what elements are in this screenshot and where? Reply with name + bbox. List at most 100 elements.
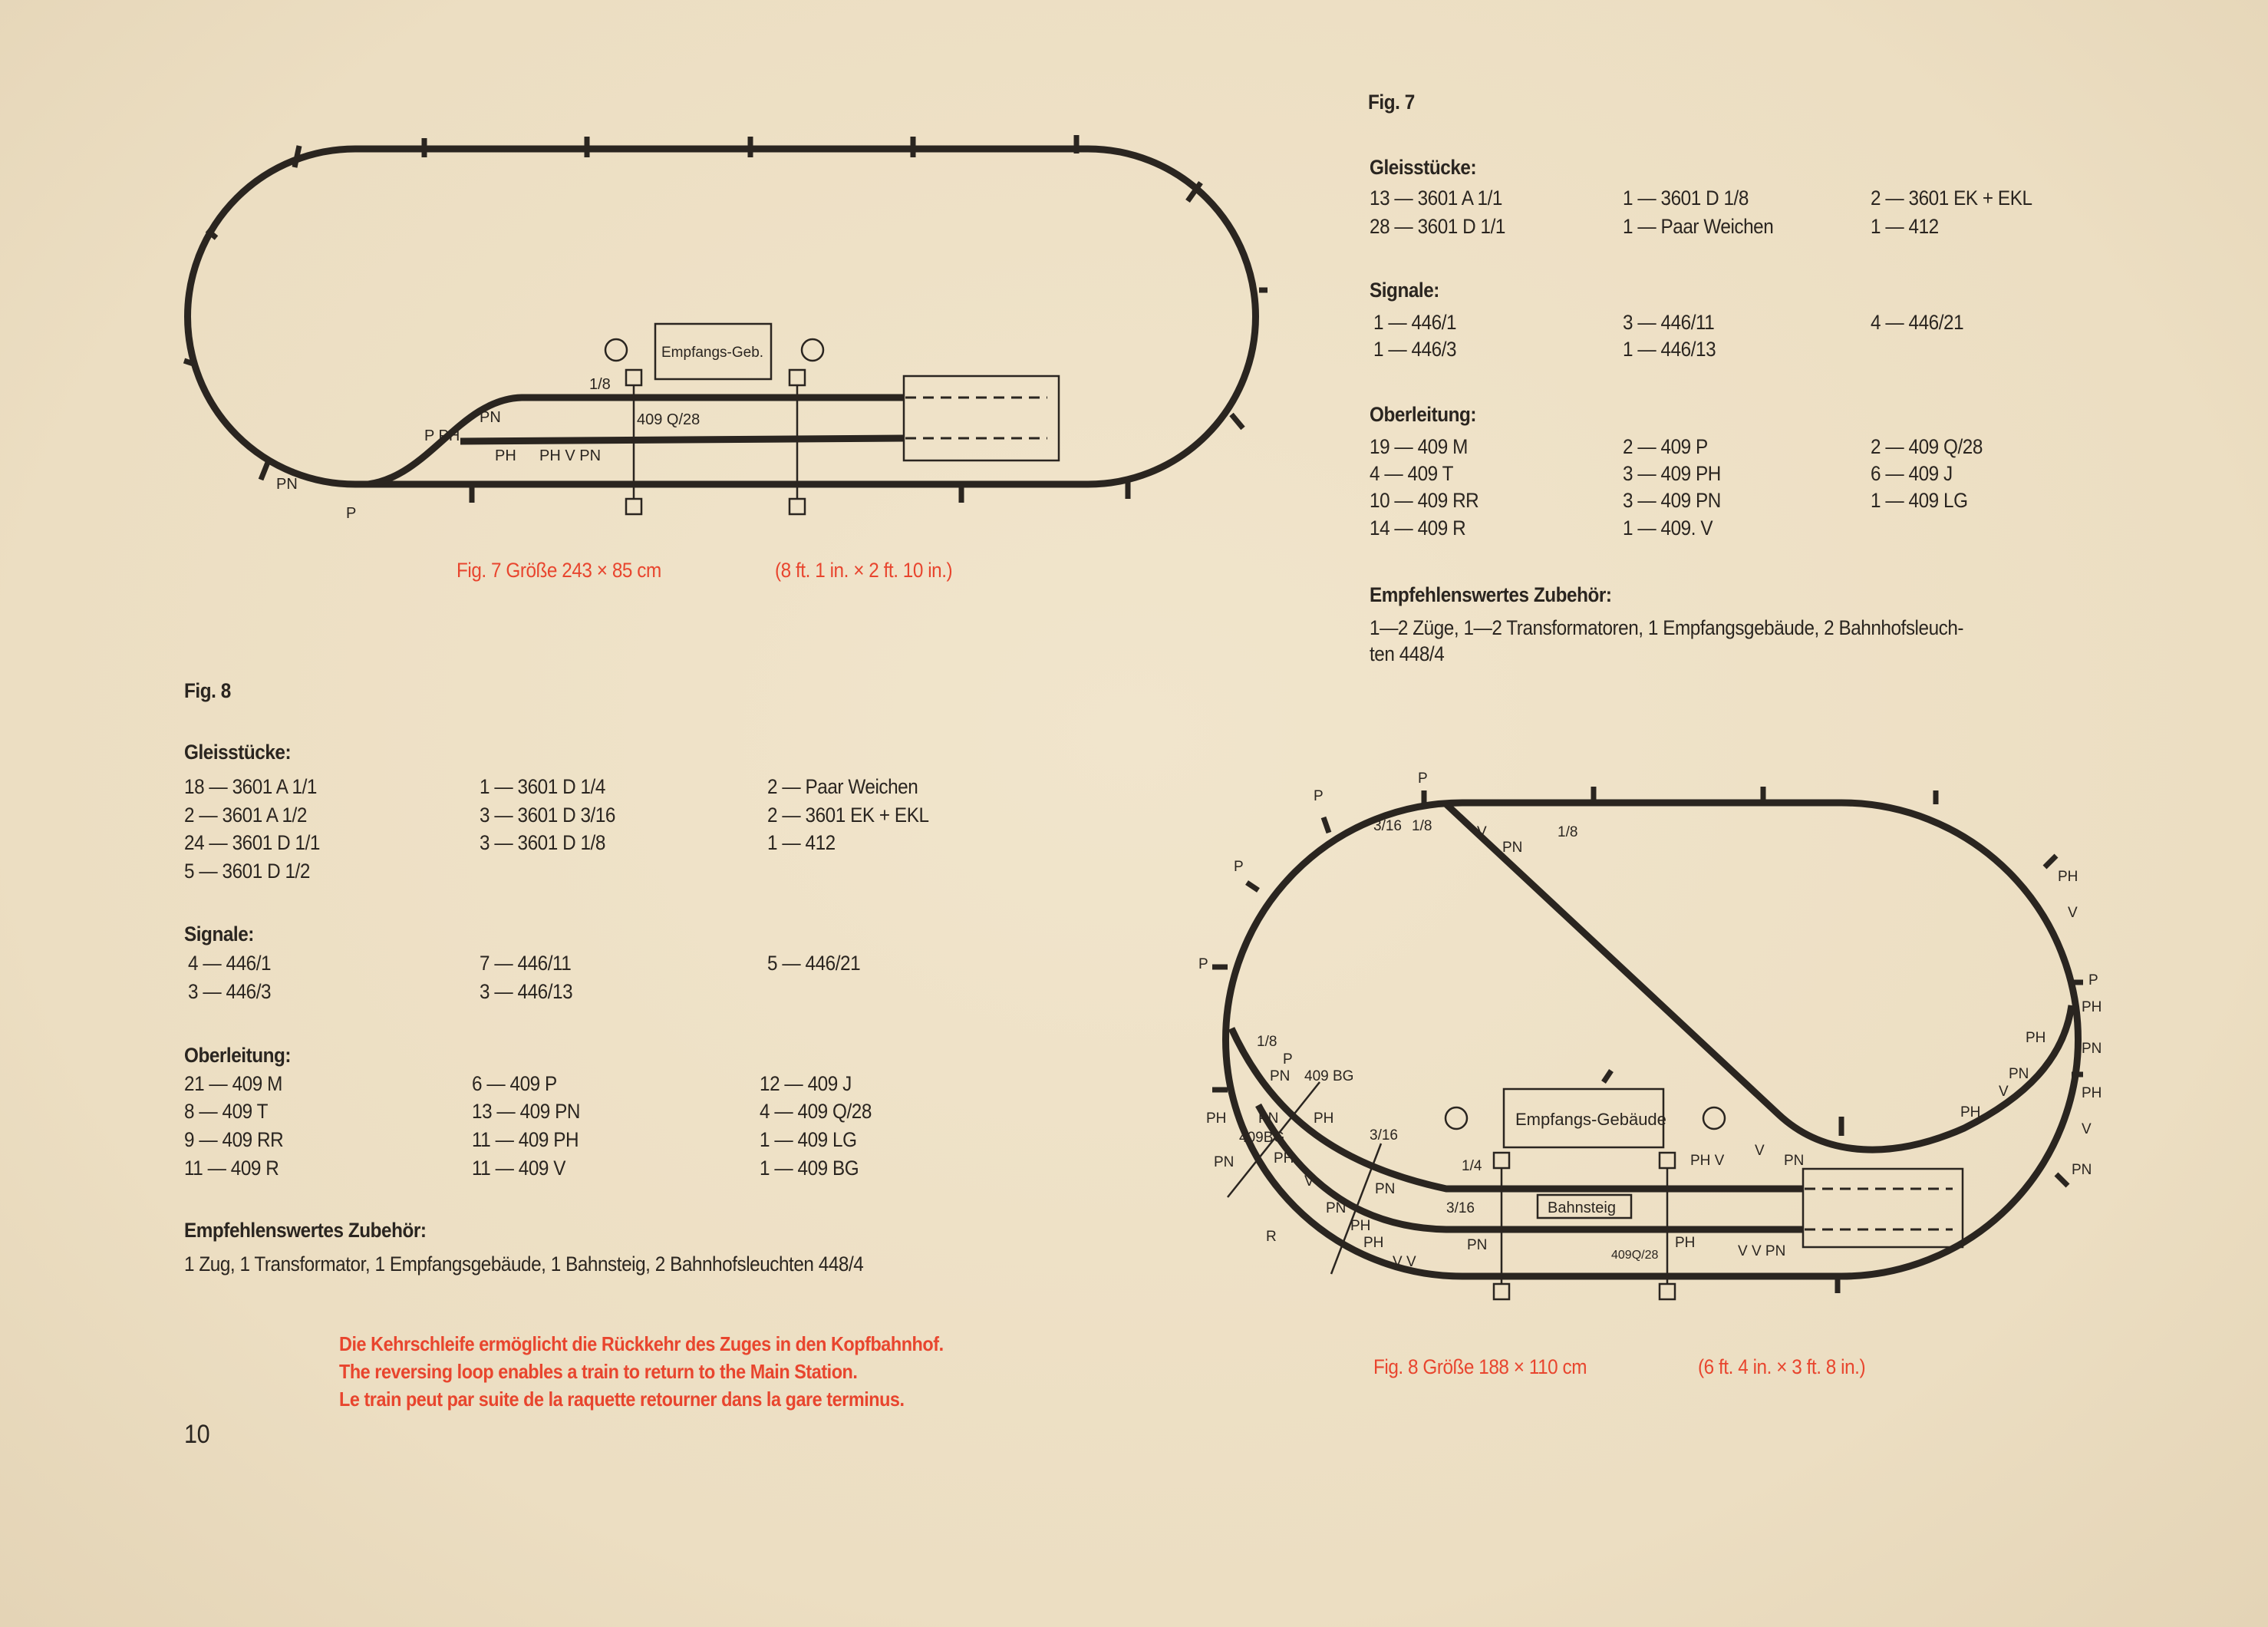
part-item: 24 — 3601 D 1/1 — [184, 831, 320, 854]
fig7-building-label: Empfangs-Geb. — [661, 345, 763, 361]
fig8-label: 3/16 — [1373, 818, 1402, 834]
fig7-label: PN — [480, 409, 501, 426]
fig8-building-label: Empfangs-Gebäude — [1515, 1110, 1666, 1129]
fig7-siding-upper — [368, 394, 904, 488]
section-heading: Signale: — [1370, 279, 1439, 302]
fig8-reversing-loop — [1443, 801, 2075, 1153]
fig8-label: P — [2088, 972, 2098, 988]
fig8-caption-size: Fig. 8 Größe 188 × 110 cm — [1373, 1355, 1587, 1378]
fig7-label: PH V PN — [539, 447, 601, 464]
fig8-label: PH — [1206, 1111, 1226, 1127]
fig8-title: Fig. 8 — [184, 679, 231, 702]
part-item: 2 — 3601 EK + EKL — [767, 804, 929, 827]
part-item: 19 — 409 M — [1370, 435, 1468, 458]
part-item: 1 — 409. V — [1623, 516, 1713, 540]
fig7-building — [654, 322, 773, 381]
fig8-label: PN — [1258, 1111, 1278, 1127]
fig7-main-loop — [184, 145, 1259, 488]
part-item: 3 — 3601 D 3/16 — [480, 804, 615, 827]
note-line-fr: Le train peut par suite de la raquette r… — [339, 1388, 905, 1411]
fig7-caption-imperial: (8 ft. 1 in. × 2 ft. 10 in.) — [775, 559, 953, 582]
fig8-label: PN — [2072, 1162, 2092, 1178]
fig8-label: PN — [1375, 1181, 1395, 1197]
fig7-siding-middle — [460, 434, 905, 445]
fig8-label: PN — [1326, 1200, 1346, 1216]
fig8-label: 409BG — [1239, 1130, 1284, 1146]
part-item: 8 — 409 T — [184, 1100, 268, 1123]
fig7-label: 409 Q/28 — [637, 411, 700, 428]
fig8-label: V — [1477, 824, 1487, 840]
part-item: 4 — 446/21 — [1871, 311, 1964, 334]
page-number: 10 — [184, 1420, 210, 1449]
fig8-label: V V PN — [1738, 1243, 1785, 1259]
fig7-diagram: Empfangs-Geb. 1/8 409 Q/28 PN P PH PH PH… — [183, 135, 1268, 522]
section-heading: Empfehlenswertes Zubehör: — [184, 1219, 427, 1242]
note-line-de: Die Kehrschleife ermöglicht die Rückkehr… — [339, 1332, 944, 1355]
fig8-label: PH — [1363, 1235, 1383, 1251]
fig8-caption-imperial: (6 ft. 4 in. × 3 ft. 8 in.) — [1698, 1355, 1866, 1378]
fig8-label: PH — [1675, 1235, 1695, 1251]
fig8-label: PH V — [1690, 1153, 1725, 1169]
fig8-label: V — [2068, 905, 2078, 921]
part-item: 7 — 446/11 — [480, 952, 572, 975]
lamp-icon — [604, 338, 628, 362]
part-item: 2 — 409 P — [1623, 435, 1708, 458]
fig8-label: 409 BG — [1304, 1068, 1353, 1084]
part-item: 2 — 409 Q/28 — [1871, 435, 1983, 458]
part-item: 13 — 3601 A 1/1 — [1370, 186, 1502, 210]
part-item: 21 — 409 M — [184, 1072, 282, 1095]
part-item: 18 — 3601 A 1/1 — [184, 775, 317, 798]
fig8-label: PN — [1270, 1068, 1290, 1084]
fig8-label: PN — [2082, 1041, 2102, 1057]
accessory-text: ten 448/4 — [1370, 642, 1445, 665]
part-item: 6 — 409 J — [1871, 462, 1953, 485]
section-heading: Signale: — [184, 922, 254, 946]
lamp-icon — [1444, 1106, 1469, 1130]
fig7-label: PH — [495, 447, 516, 464]
part-item: 3 — 409 PN — [1623, 489, 1721, 512]
fig8-station-hall — [1802, 1167, 1964, 1249]
section-heading: Gleisstücke: — [1370, 156, 1477, 179]
accessory-text: 1—2 Züge, 1—2 Transformatoren, 1 Empfang… — [1370, 616, 1964, 639]
part-item: 10 — 409 RR — [1370, 489, 1479, 512]
part-item: 3 — 409 PH — [1623, 462, 1721, 485]
fig7-station-hall — [902, 375, 1060, 462]
part-item: 1 — 409 LG — [1871, 489, 1968, 512]
part-item: 1 — 409 LG — [760, 1128, 857, 1151]
fig8-station-upper — [1228, 1027, 1803, 1193]
fig7-label: P PH — [424, 427, 460, 444]
part-item: 3 — 3601 D 1/8 — [480, 831, 605, 854]
fig8-label: P — [1283, 1051, 1293, 1068]
lamp-icon — [1702, 1106, 1726, 1130]
fig8-label: P — [1234, 859, 1244, 875]
fig8-platform — [1536, 1193, 1633, 1219]
fig8-label: PN — [1467, 1237, 1487, 1253]
part-item: 1 — Paar Weichen — [1623, 215, 1774, 238]
fig8-label: 1/4 — [1462, 1158, 1482, 1174]
fig8-label: PH — [1350, 1218, 1370, 1234]
catenary-masts — [1227, 1081, 1676, 1301]
section-heading: Oberleitung: — [1370, 403, 1477, 426]
part-item: 3 — 446/11 — [1623, 311, 1715, 334]
fig8-label: R — [1266, 1229, 1277, 1245]
part-item: 2 — 3601 A 1/2 — [184, 804, 307, 827]
fig8-label: 1/8 — [1412, 818, 1432, 834]
fig7-label: PN — [276, 476, 298, 493]
fig8-label: PN — [1784, 1153, 1804, 1169]
catenary-masts — [625, 368, 806, 516]
fig7-mast-ticks — [183, 135, 1268, 503]
part-item: 1 — 412 — [767, 831, 836, 854]
fig7-label: P — [346, 505, 356, 522]
part-item: 11 — 409 V — [472, 1157, 566, 1180]
fig8-label: PN — [1502, 840, 1522, 856]
part-item: 3 — 446/3 — [188, 980, 272, 1003]
fig8-label: PH — [2058, 869, 2078, 885]
part-item: 6 — 409 P — [472, 1072, 557, 1095]
fig8-diagram: Empfangs-Gebäude Bahnsteig 3/16 1/8 1/8 … — [1198, 771, 2102, 1301]
fig8-label: PH — [2082, 999, 2102, 1015]
fig8-station-lower — [1255, 1103, 1803, 1233]
part-item: 4 — 446/1 — [188, 952, 272, 975]
fig8-mast-ticks — [1212, 787, 2083, 1293]
part-item: 1 — 446/13 — [1623, 338, 1716, 361]
